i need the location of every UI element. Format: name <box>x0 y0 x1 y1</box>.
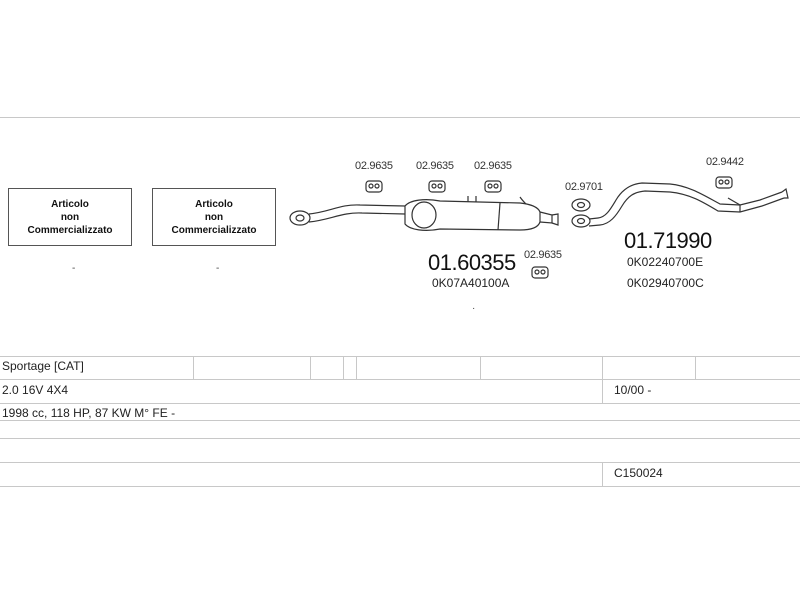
rear-pipe-oem-2: 0K02940700C <box>627 276 704 290</box>
engine-specs: 1998 cc, 118 HP, 87 KW M° FE - <box>2 406 176 420</box>
inlet-pipe <box>308 204 406 215</box>
col-sep-7 <box>695 356 696 379</box>
middle-silencer-code: 01.60355 <box>428 250 516 275</box>
box-2-line-1: Articolo <box>195 198 233 210</box>
box-2-dash: - <box>216 263 220 274</box>
table-line-1 <box>0 356 800 357</box>
hanger-2-code: 02.9635 <box>416 160 454 172</box>
unavailable-item-box-2: Articolo non Commercializzato <box>152 188 276 246</box>
hanger-icon-4 <box>531 266 549 279</box>
hanger-icon-3 <box>484 180 502 193</box>
gasket-icon <box>571 198 591 212</box>
hanger-icon-rear <box>715 176 733 189</box>
top-border <box>0 117 800 118</box>
col-sep-8 <box>602 462 603 486</box>
col-sep-5 <box>480 356 481 379</box>
catalog-reference: C150024 <box>614 466 663 480</box>
col-sep-1 <box>193 356 194 379</box>
table-line-3 <box>0 403 800 404</box>
middle-silencer-oem: 0K07A40100A <box>432 276 510 290</box>
hanger-3-code: 02.9635 <box>474 160 512 172</box>
unavailable-item-box-1: Articolo non Commercializzato <box>8 188 132 246</box>
rear-pipe-flange <box>571 214 591 228</box>
box-1-dash: - <box>72 263 76 274</box>
hanger-1-code: 02.9635 <box>355 160 393 172</box>
box-1-line-2: non <box>60 211 80 223</box>
table-line-6 <box>0 462 800 463</box>
col-sep-3 <box>343 356 344 379</box>
middle-silencer-body <box>404 199 541 231</box>
hanger-icon-2 <box>428 180 446 193</box>
hanger-rear-code: 02.9442 <box>706 156 744 168</box>
hanger-icon-1 <box>365 180 383 193</box>
middle-outlet <box>539 211 553 224</box>
box-1-line-3: Commercializzato <box>27 224 113 236</box>
gasket-code: 02.9701 <box>565 181 603 193</box>
table-line-2 <box>0 379 800 380</box>
center-dot: · <box>472 303 476 314</box>
table-line-4 <box>0 420 800 421</box>
engine-name: 2.0 16V 4X4 <box>2 383 69 397</box>
box-1-line-1: Articolo <box>51 198 89 210</box>
col-sep-2 <box>310 356 311 379</box>
col-sep-4 <box>356 356 357 379</box>
rear-pipe-oem-1: 0K02240700E <box>627 255 704 269</box>
model-name: Sportage [CAT] <box>2 359 84 373</box>
table-line-7 <box>0 486 800 487</box>
box-2-line-2: non <box>204 211 224 223</box>
box-2-line-3: Commercializzato <box>171 224 257 236</box>
col-sep-6 <box>602 356 603 403</box>
rear-pipe-code: 01.71990 <box>624 228 712 253</box>
rear-pipe <box>588 182 783 220</box>
front-flange <box>289 210 311 226</box>
table-line-5 <box>0 438 800 439</box>
date-range: 10/00 - <box>614 383 652 397</box>
hanger-4-code: 02.9635 <box>524 249 562 261</box>
